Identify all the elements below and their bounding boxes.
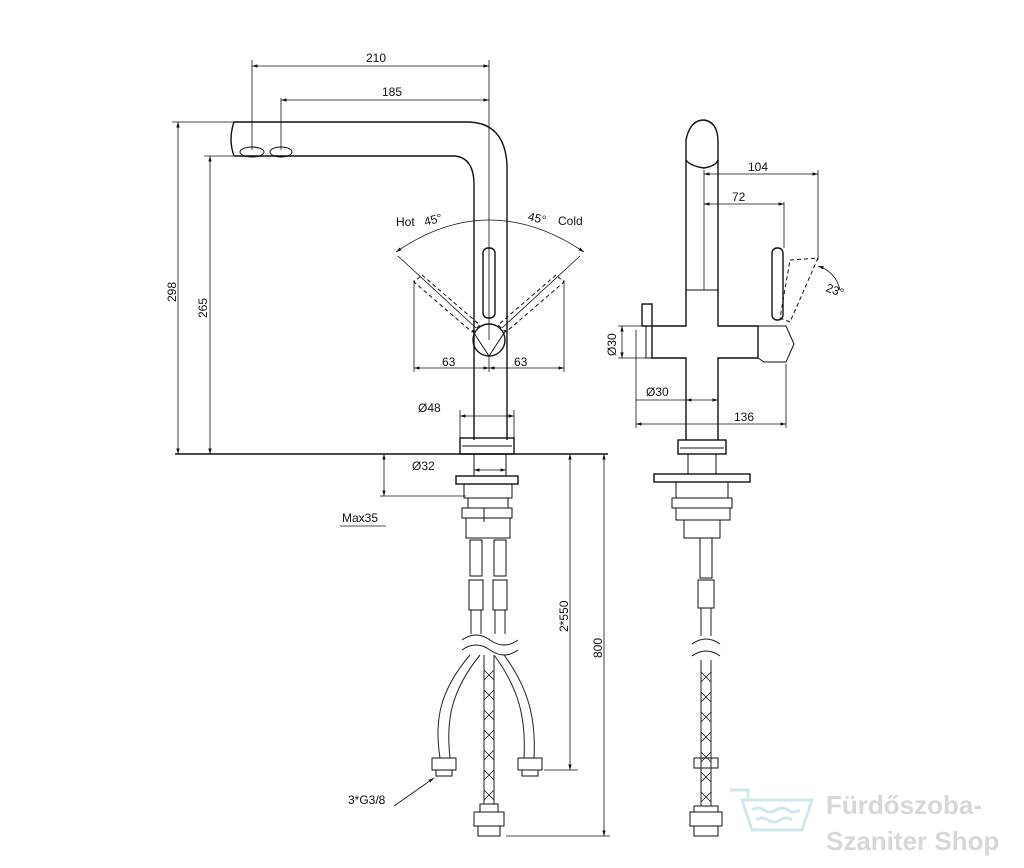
dim-2x550: 2*550 xyxy=(557,600,571,632)
dim-d30-vertical: Ø30 xyxy=(605,333,619,356)
watermark-line-2: Szaniter Shop xyxy=(826,826,999,856)
spout xyxy=(230,121,508,250)
dim-63-right: 63 xyxy=(514,355,528,369)
watermark: Fürdőszoba- Szaniter Shop xyxy=(730,788,999,856)
supply-hoses xyxy=(431,539,543,837)
dim-63-left: 63 xyxy=(442,355,456,369)
cold-angle: 45° xyxy=(527,209,548,227)
bathtub-icon xyxy=(730,788,815,832)
dim-d30-horizontal: Ø30 xyxy=(646,385,669,399)
cold-label: Cold xyxy=(558,214,583,228)
watermark-line-1: Fürdőszoba- xyxy=(826,790,982,820)
dim-136: 136 xyxy=(734,410,754,424)
hot-label: Hot xyxy=(396,215,415,229)
connection-label: 3*G3/8 xyxy=(348,793,386,807)
dim-23deg: 23° xyxy=(824,281,846,300)
mounting-assembly xyxy=(455,453,519,539)
dim-210: 210 xyxy=(366,51,386,65)
dim-185: 185 xyxy=(382,85,402,99)
dim-265: 265 xyxy=(196,298,210,318)
dim-d48: Ø48 xyxy=(418,401,441,415)
hot-angle: 45° xyxy=(423,211,444,229)
side-view: 104 72 23° Ø30 Ø30 136 xyxy=(605,119,846,837)
dim-d32: Ø32 xyxy=(412,459,435,473)
dim-298: 298 xyxy=(165,282,179,302)
lever-swing xyxy=(395,219,585,340)
dim-800: 800 xyxy=(591,638,605,658)
dim-max35: Max35 xyxy=(342,511,378,525)
mixer-body xyxy=(459,247,515,455)
dim-72: 72 xyxy=(732,190,746,204)
front-view: Hot 45° 45° Cold 210 185 298 265 63 63 Ø… xyxy=(165,51,610,837)
dim-104: 104 xyxy=(748,160,768,174)
